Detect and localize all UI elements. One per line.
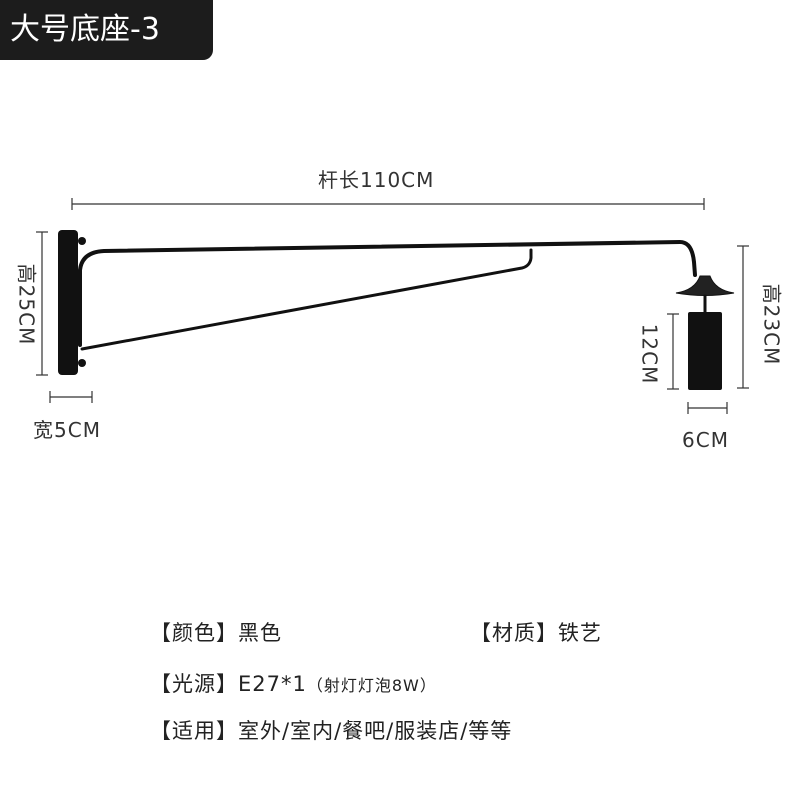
lamp-cap — [675, 275, 735, 296]
wall-plate — [58, 230, 78, 375]
usage-label: 【适用】 — [150, 719, 238, 743]
usage-value: 室外/室内/餐吧/服装店/等等 — [238, 719, 513, 743]
source-value: E27*1 — [238, 672, 307, 696]
source-label: 【光源】 — [150, 672, 238, 696]
drop-height-label: 高23CM — [759, 283, 784, 366]
base-height-label: 高25CM — [14, 263, 39, 346]
material-label: 【材质】 — [470, 621, 558, 645]
spec-usage: 【适用】室外/室内/餐吧/服装店/等等 — [150, 715, 512, 745]
source-note: （射灯灯泡8W） — [306, 676, 437, 695]
spec-material: 【材质】铁艺 — [470, 617, 602, 647]
color-value: 黑色 — [238, 621, 282, 645]
brace — [80, 248, 533, 351]
spotlight-shade — [688, 312, 722, 390]
spec-color: 【颜色】黑色 — [150, 617, 282, 647]
arm — [78, 239, 697, 347]
shade-width-label: 6CM — [682, 428, 729, 452]
rod-length-label: 杆长110CM — [318, 168, 435, 192]
dimension-lines — [36, 198, 749, 414]
base-width-label: 宽5CM — [33, 418, 101, 442]
color-label: 【颜色】 — [150, 621, 238, 645]
title-badge: 大号底座-3 — [0, 0, 213, 60]
shade-height-label: 12CM — [637, 323, 662, 385]
spec-light-source: 【光源】E27*1（射灯灯泡8W） — [150, 668, 437, 698]
wall-lamp — [58, 230, 735, 390]
material-value: 铁艺 — [558, 621, 602, 645]
